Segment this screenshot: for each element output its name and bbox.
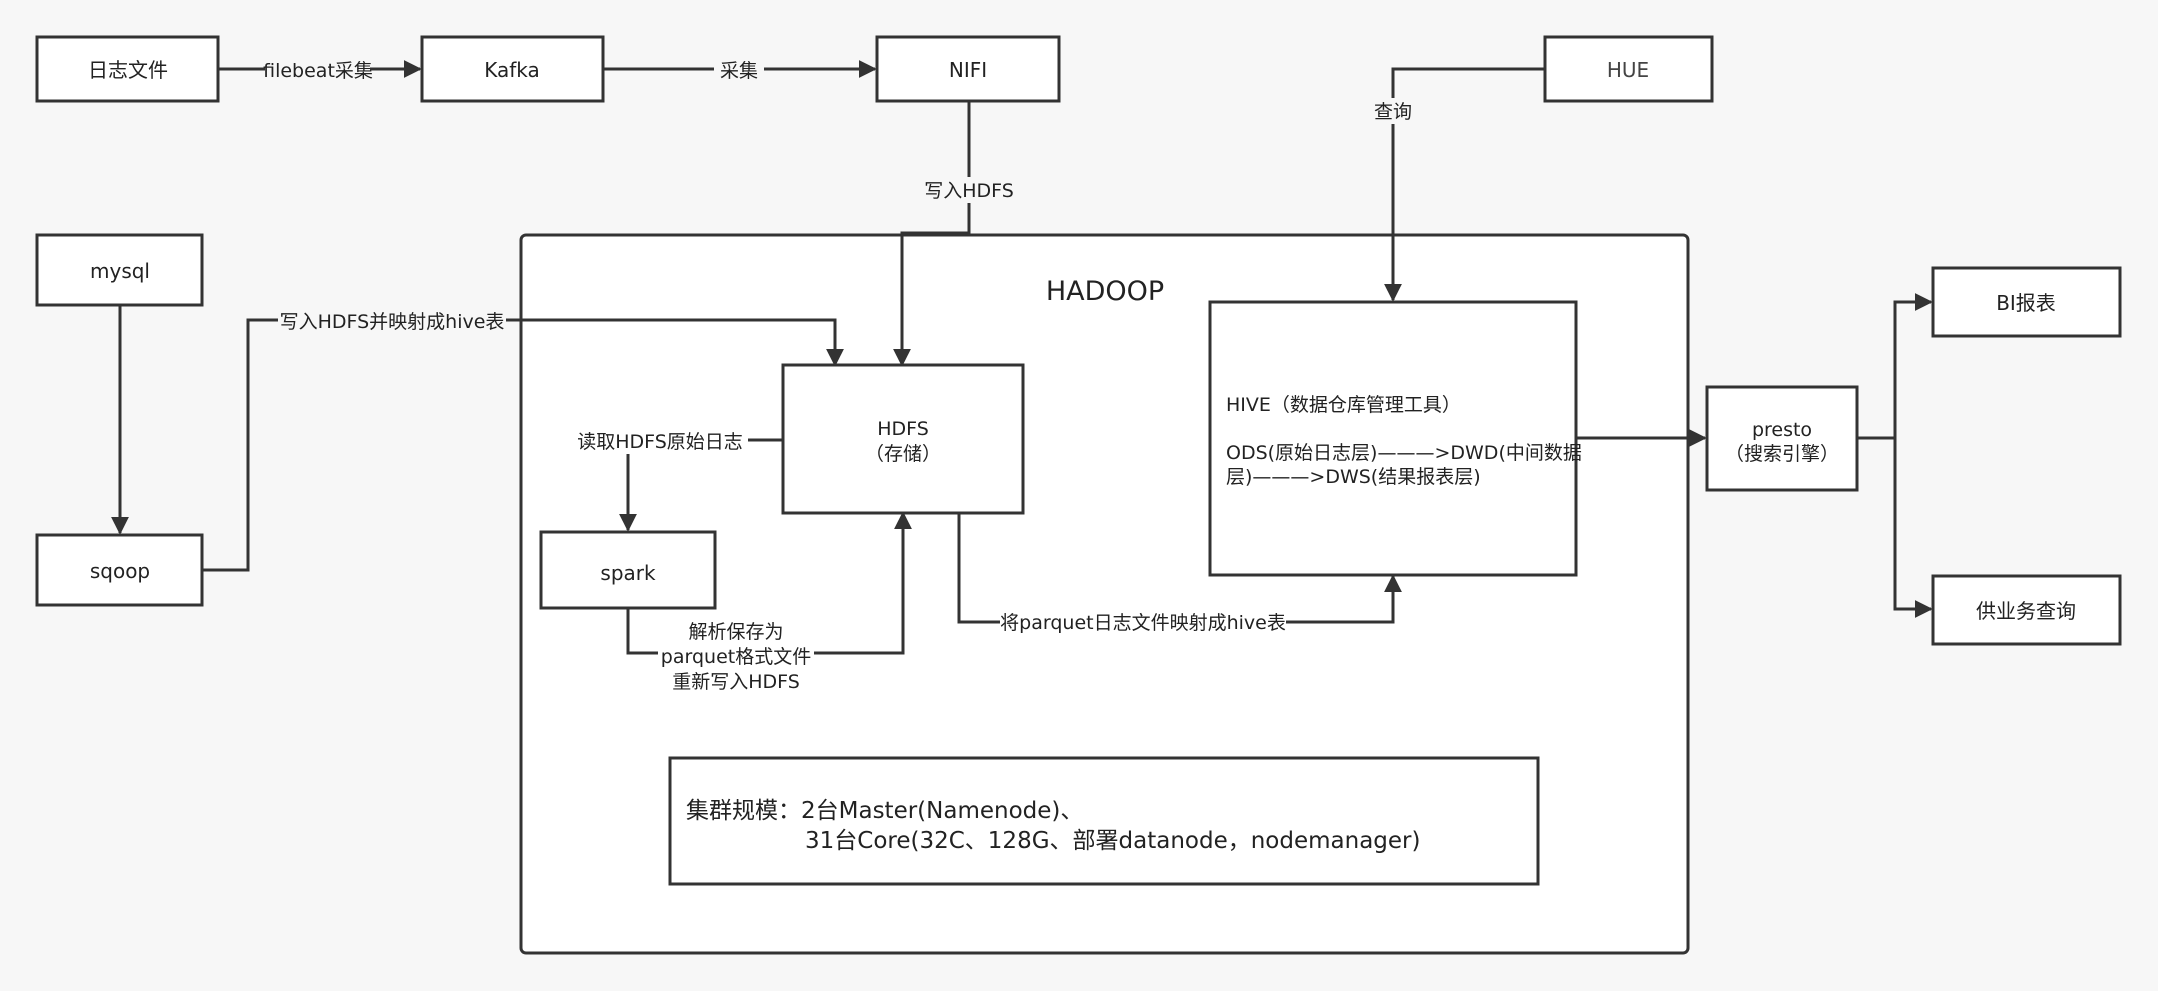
label-bg xyxy=(1000,609,1286,635)
node-hive-label-1: HIVE（数据仓库管理工具） xyxy=(1226,394,1461,416)
edge-nifi-to-hdfs xyxy=(893,101,971,367)
node-cluster-label-1: 集群规模：2台Master(Namenode)、 xyxy=(686,798,1083,824)
node-mysql-label: mysql xyxy=(90,259,150,283)
node-sqoop xyxy=(35,533,204,607)
node-hive-label-3: 层)———>DWS(结果报表层) xyxy=(1226,466,1481,488)
edge-label-write-hdfs-hive: 写入HDFS并映射成hive表 xyxy=(280,311,505,333)
label-bg xyxy=(573,428,748,454)
node-hive-label-2: ODS(原始日志层)———>DWD(中间数据 xyxy=(1226,442,1582,464)
node-bi-report-label: BI报表 xyxy=(1996,291,2056,315)
edge-sqoop-to-hdfs xyxy=(203,318,844,572)
node-bi-report xyxy=(1931,266,2122,338)
node-log-files xyxy=(35,35,220,103)
edge-label-filebeat: filebeat采集 xyxy=(263,60,373,82)
node-mysql xyxy=(35,233,204,307)
edge-label-query: 查询 xyxy=(1374,101,1412,123)
label-bg xyxy=(278,308,506,334)
edge-label-map-parquet: 将parquet日志文件映射成hive表 xyxy=(1000,612,1286,634)
node-hue xyxy=(1543,35,1714,103)
node-hue-label: HUE xyxy=(1607,58,1649,82)
node-hdfs-label-2: （存储） xyxy=(865,443,941,465)
edge-label-write-hdfs: 写入HDFS xyxy=(924,180,1014,202)
label-bg xyxy=(714,56,764,82)
node-spark xyxy=(539,530,717,610)
edge-presto-to-business xyxy=(1893,438,1933,618)
label-bg xyxy=(1370,98,1416,124)
edge-label-parse-1: 解析保存为 xyxy=(688,621,783,643)
label-bg xyxy=(265,56,370,82)
node-nifi-label: NIFI xyxy=(949,58,987,82)
node-hive xyxy=(1208,300,1578,577)
node-presto-label-2: （搜索引擎） xyxy=(1725,443,1839,465)
edge-label-parse-3: 重新写入HDFS xyxy=(672,671,800,693)
edge-label-parse-2: parquet格式文件 xyxy=(661,646,811,668)
node-cluster-scale xyxy=(668,756,1540,886)
node-presto-label-1: presto xyxy=(1752,419,1812,441)
node-hdfs xyxy=(781,363,1025,515)
node-spark-label: spark xyxy=(600,561,656,585)
node-sqoop-label: sqoop xyxy=(90,559,150,583)
edge-label-collect: 采集 xyxy=(720,60,758,82)
edge-hue-to-hive xyxy=(1384,67,1545,302)
edge-presto-to-bi xyxy=(1857,293,1933,440)
node-business-query xyxy=(1931,574,2122,646)
node-hdfs-label-1: HDFS xyxy=(877,418,929,440)
node-nifi xyxy=(875,35,1061,103)
node-cluster-label-2: 31台Core(32C、128G、部署datanode，nodemanager) xyxy=(805,828,1420,854)
hadoop-title: HADOOP xyxy=(1046,276,1164,307)
node-kafka-label: Kafka xyxy=(484,58,540,82)
node-kafka xyxy=(420,35,605,103)
label-bg xyxy=(658,620,814,692)
node-log-files-label: 日志文件 xyxy=(88,58,168,82)
label-bg xyxy=(917,177,1021,203)
node-presto xyxy=(1705,385,1859,492)
edge-label-read-hdfs: 读取HDFS原始日志 xyxy=(577,431,743,453)
node-business-query-label: 供业务查询 xyxy=(1976,599,2076,623)
